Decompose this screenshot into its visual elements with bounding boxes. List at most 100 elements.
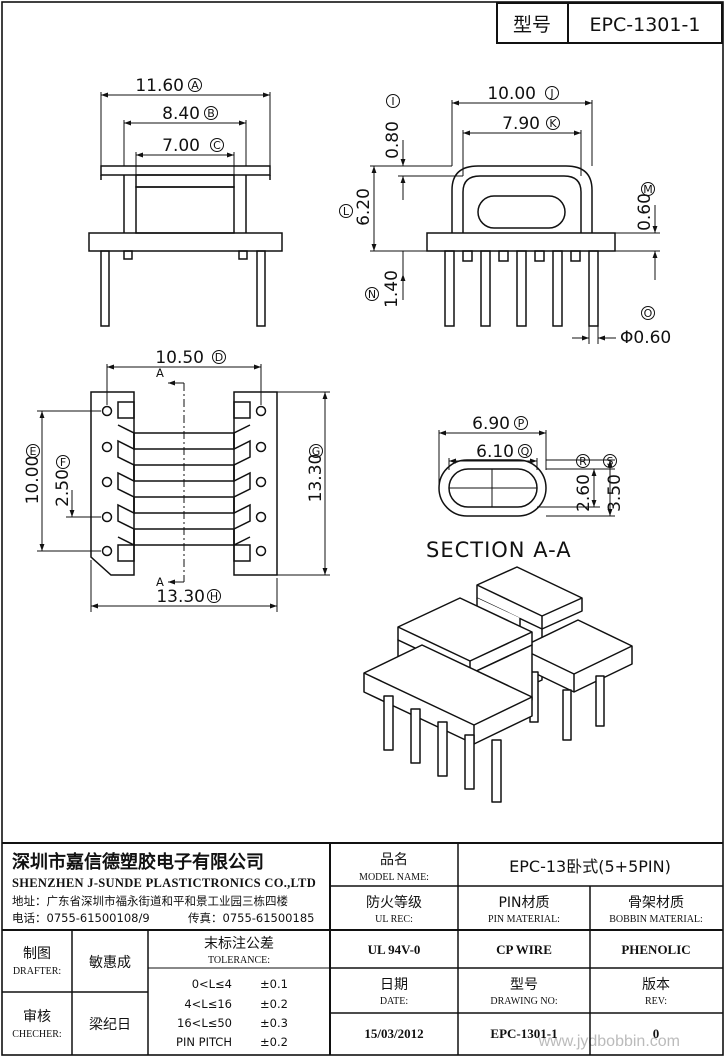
marker-b-circle: [204, 106, 218, 120]
checker-name: 梁纪日: [89, 1017, 131, 1033]
rev-label-cn: 版本: [642, 977, 670, 993]
company-fax: 传真：0755-61500185: [188, 911, 314, 925]
cut-label-top: A: [156, 366, 164, 380]
checker-label-cn: 审核: [23, 1009, 51, 1025]
tolerance-range-1: 0<L≤4: [192, 977, 232, 991]
tolerance-value-4: ±0.2: [260, 1035, 288, 1049]
marker-e: E: [30, 445, 37, 458]
marker-b: B: [207, 107, 215, 120]
dim-s: 3.50: [605, 474, 625, 512]
pin-material-value: CP WIRE: [496, 942, 552, 957]
drawing-no-label-cn: 型号: [510, 977, 538, 993]
dim-d: 10.50: [155, 348, 204, 368]
marker-d: D: [215, 351, 223, 364]
dim-g: 13.30: [306, 454, 326, 503]
ul-rec-value: UL 94V-0: [368, 942, 421, 957]
marker-g: G: [312, 445, 321, 458]
marker-r: R: [579, 455, 587, 468]
company-name-cn: 深圳市嘉信德塑胶电子有限公司: [12, 851, 264, 873]
header-value: EPC-1301-1: [590, 14, 701, 36]
marker-f: F: [60, 456, 66, 469]
drawing-no-label-en: DRAWING NO:: [490, 996, 557, 1007]
model-name-value: EPC-13卧式(5+5PIN): [509, 857, 671, 876]
bottom-view: [37, 364, 330, 612]
dim-e: 10.00: [23, 456, 43, 505]
pin-material-label-cn: PIN材质: [498, 895, 549, 911]
bobbin-material-label-en: BOBBIN MATERIAL:: [609, 914, 703, 925]
marker-k: K: [549, 117, 557, 130]
marker-h: H: [210, 590, 218, 603]
marker-q: Q: [521, 445, 530, 458]
tolerance-value-1: ±0.1: [260, 977, 288, 991]
dim-m: 0.60: [635, 193, 655, 231]
watermark: www.jydbobbin.com: [538, 1033, 680, 1050]
drafter-name: 敏惠成: [89, 955, 131, 971]
company-address: 地址：广东省深圳市福永街道和平和景工业园三栋四楼: [12, 894, 288, 908]
date-label-en: DATE:: [380, 996, 408, 1007]
drafter-label-en: DRAFTER:: [13, 966, 61, 977]
model-name-label-cn: 品名: [380, 852, 408, 868]
marker-n-circle: [365, 287, 379, 301]
dim-a: 11.60: [135, 76, 184, 96]
company-name-en: SHENZHEN J-SUNDE PLASTICTRONICS CO.,LTD: [12, 876, 316, 890]
marker-j: J: [549, 87, 553, 100]
marker-d-circle: [212, 350, 226, 364]
marker-f-circle: [56, 455, 70, 469]
tolerance-range-3: 16<L≤50: [177, 1016, 232, 1030]
bobbin-material-value: PHENOLIC: [621, 942, 690, 957]
tolerance-label-cn: 末标注公差: [204, 936, 274, 952]
tolerance-range-4: PIN PITCH: [176, 1035, 232, 1049]
drawing-no-value: EPC-1301-1: [490, 1026, 557, 1041]
section-label: SECTION A-A: [426, 538, 572, 562]
bobbin-material-label-cn: 骨架材质: [628, 895, 684, 911]
marker-e-circle: [26, 444, 40, 458]
cut-label-bottom: A: [156, 575, 164, 589]
date-value: 15/03/2012: [364, 1026, 423, 1041]
company-phone: 电话：0755-61500108/9: [12, 911, 150, 925]
marker-o: O: [644, 307, 653, 320]
dim-l: 6.20: [354, 188, 374, 226]
dim-b: 8.40: [162, 104, 200, 124]
model-name-label-en: MODEL NAME:: [359, 872, 429, 883]
dim-k: 7.90: [502, 114, 540, 134]
dim-r: 2.60: [574, 474, 594, 512]
dim-o: Φ0.60: [620, 328, 671, 348]
rev-value: 0: [653, 1026, 660, 1041]
marker-k-circle: [546, 116, 560, 130]
date-label-cn: 日期: [380, 977, 408, 993]
marker-s: S: [607, 455, 614, 468]
marker-c: C: [213, 139, 221, 152]
dim-q: 6.10: [476, 442, 514, 462]
pin-material-label-en: PIN MATERIAL:: [488, 914, 560, 925]
marker-p: P: [518, 417, 525, 430]
dim-i: 0.80: [383, 121, 403, 159]
title-block: [2, 842, 723, 1055]
header-label: 型号: [513, 14, 551, 36]
dim-f: 2.50: [53, 469, 73, 507]
marker-l: L: [343, 205, 350, 218]
marker-q-circle: [518, 444, 532, 458]
marker-i-circle: [386, 94, 400, 108]
marker-s-circle: [603, 454, 617, 468]
checker-label-en: CHECHER:: [12, 1029, 61, 1040]
marker-j-circle: [545, 86, 559, 100]
marker-l-circle: [339, 204, 353, 218]
drafter-label-cn: 制图: [23, 946, 51, 962]
marker-i: I: [391, 95, 394, 108]
marker-p-circle: [514, 416, 528, 430]
dim-n: 1.40: [382, 270, 402, 308]
tolerance-range-2: 4<L≤16: [184, 997, 232, 1011]
dim-c: 7.00: [162, 136, 200, 156]
marker-a-circle: [188, 78, 202, 92]
marker-m-circle: [641, 182, 655, 196]
dim-h: 13.30: [156, 587, 205, 607]
marker-r-circle: [576, 454, 590, 468]
side-view: [370, 100, 660, 344]
ul-rec-label-cn: 防火等级: [366, 894, 422, 911]
marker-n: N: [368, 288, 376, 301]
dim-p: 6.90: [472, 414, 510, 434]
tolerance-label-en: TOLERANCE:: [208, 955, 270, 966]
dim-j: 10.00: [487, 84, 536, 104]
